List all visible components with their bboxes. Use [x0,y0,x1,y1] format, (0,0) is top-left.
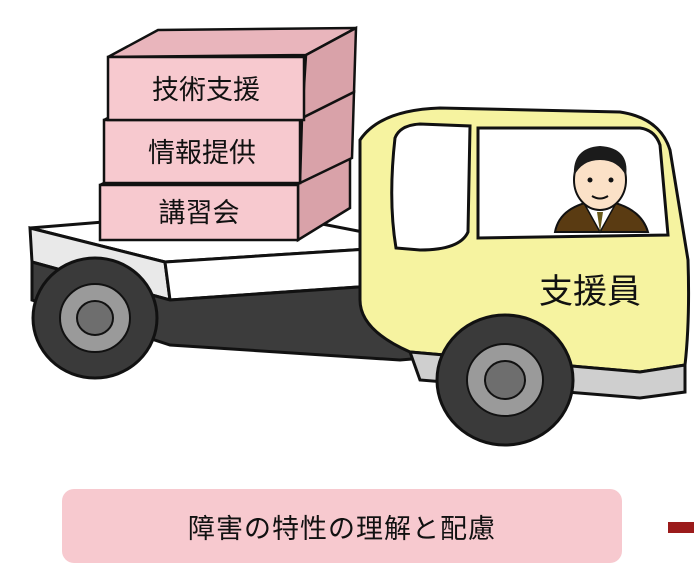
cargo-box-stack: 講習会 情報提供 技術支援 [98,25,358,243]
caption-box: 障害の特性の理解と配慮 [62,489,622,563]
corner-mark [668,522,694,533]
cargo-box-label-2: 情報提供 [148,138,256,169]
front-wheel [435,313,575,447]
driver-label: 支援員 [539,272,641,312]
cargo-box-label-3: 講習会 [159,198,240,229]
driver-figure [553,146,650,234]
cargo-box-label-1: 技術支援 [152,75,260,106]
rear-wheel [31,256,159,380]
caption-text: 障害の特性の理解と配慮 [188,513,496,545]
cargo-box-1: 技術支援 [106,25,358,122]
